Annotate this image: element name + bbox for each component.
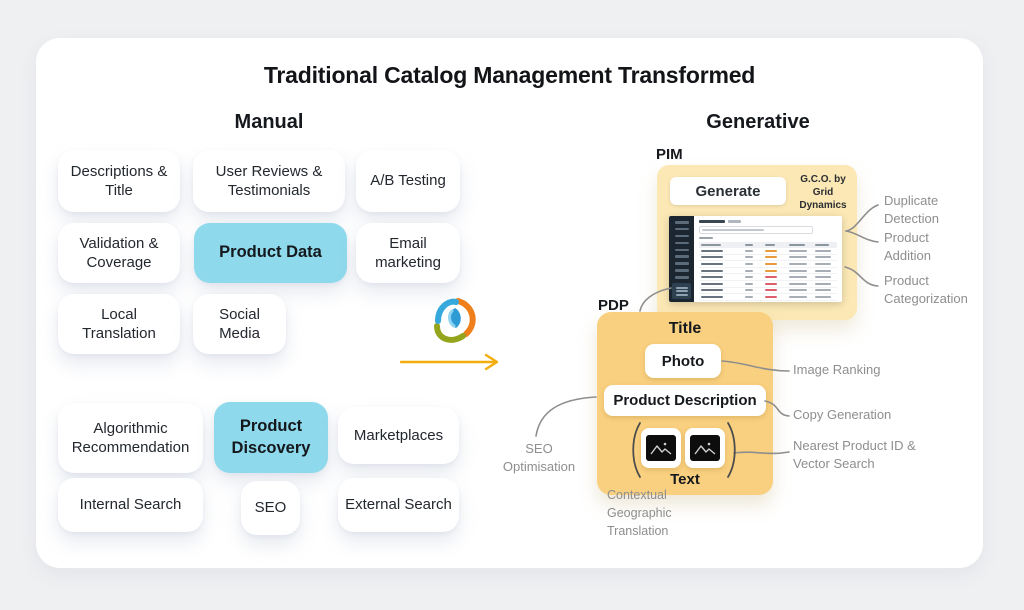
pim-table-filter-label [699,237,713,239]
pim-table-titlebar [699,220,837,223]
pim-table-search-input [699,226,813,234]
annotation-image-ranking: Image Ranking [793,362,881,377]
product-description-button: Product Description [604,385,766,416]
card-email-marketing: Email marketing [356,223,460,283]
card-descriptions-title: Descriptions & Title [58,150,180,212]
annotation-copy-generation: Copy Generation [793,407,892,422]
pim-table-sidebar-items [669,221,694,279]
pim-table-main [694,216,842,302]
card-marketplaces: Marketplaces [338,407,459,464]
card-product-discovery: Product Discovery [214,402,328,473]
image-placeholder-icon [641,428,681,468]
mountain-photo-icon [650,442,672,455]
generate-button[interactable]: Generate [670,177,786,205]
pim-table-screenshot [669,216,842,302]
card-internal-search: Internal Search [58,478,203,532]
annotation-seo-optimisation: SEO Optimisation [502,441,576,475]
card-product-data: Product Data [194,223,347,283]
pdp-title: Title [668,320,702,337]
image-placeholder-icon [685,428,725,468]
pim-label: PIM [656,146,683,163]
pdp-text-label: Text [670,471,700,488]
mountain-photo-icon [694,442,716,455]
manual-heading: Manual [234,111,304,133]
annotation-nearest-product: Nearest Product ID & Vector Search [793,438,916,472]
generative-heading: Generative [706,111,810,133]
card-algorithmic-recommendation: Algorithmic Recommendation [58,403,203,473]
card-seo: SEO [241,481,300,535]
card-local-translation: Local Translation [58,294,180,354]
pim-table-header-row [699,241,837,248]
card-user-reviews: User Reviews & Testimonials [193,150,345,212]
card-ab-testing: A/B Testing [356,150,460,212]
page-title: Traditional Catalog Management Transform… [263,62,756,88]
grid-dynamics-logo-icon [434,298,476,343]
pdp-label: PDP [598,297,629,314]
card-validation-coverage: Validation & Coverage [58,223,180,283]
annotation-contextual-translation: Contextual Geographic Translation [607,488,672,539]
card-social-media: Social Media [193,294,286,354]
pim-table-rows [699,248,837,302]
annotation-product-addition: Product Addition [884,230,931,264]
pim-table-sidebar [669,216,694,302]
photo-button: Photo [645,344,721,378]
pim-table-sidebar-active-item [672,283,691,300]
annotation-product-categorization: Product Categorization [884,273,968,307]
annotation-duplicate-detection: Duplicate Detection [884,193,939,227]
gco-badge: G.C.O. by Grid Dynamics [799,174,847,211]
card-external-search: External Search [338,478,459,532]
